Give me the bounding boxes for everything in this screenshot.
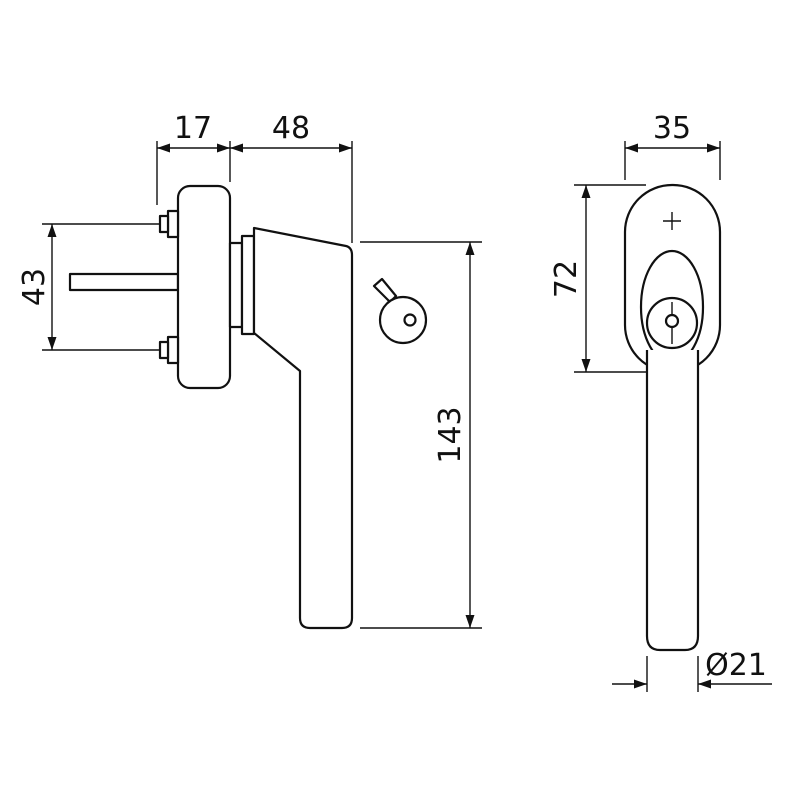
rose-plate-side [176, 184, 232, 390]
dimension-neck-projection: 48 [230, 111, 353, 243]
lever-shape [252, 226, 354, 630]
neck-collar-outer [240, 234, 256, 336]
key-bow [378, 295, 428, 345]
front-view [623, 183, 722, 652]
bottom-screw-head [158, 340, 170, 360]
top-screw [158, 209, 180, 239]
keyhole-hole [664, 313, 680, 329]
dim-label-neck-projection: 48 [272, 111, 310, 146]
side-view [68, 184, 428, 630]
dim-label-rose-thickness: 17 [174, 111, 212, 146]
dimension-lever-length: 143 [360, 241, 482, 629]
dim-label-rose-width: 35 [653, 111, 691, 146]
dim-label-lever-length: 143 [433, 406, 468, 463]
bottom-screw [158, 335, 180, 365]
dimension-grip-diameter: Ø21 [612, 648, 772, 692]
lock-cylinder [645, 296, 699, 350]
dim-label-grip-diameter: Ø21 [705, 648, 767, 683]
bottom-screw-flange [166, 335, 180, 365]
spindle-shape [68, 272, 180, 292]
dimension-screw-spacing: 43 [17, 223, 160, 351]
plus-mark [663, 212, 681, 230]
dimension-rose-length: 72 [549, 184, 646, 373]
neck-collar-inner [228, 241, 244, 329]
dim-label-screw-spacing: 43 [17, 268, 52, 306]
key-icon [372, 277, 428, 345]
top-screw-head [158, 214, 170, 234]
dim-label-rose-length: 72 [549, 260, 584, 298]
grip-front-shape [645, 350, 700, 652]
dimension-rose-width: 35 [624, 111, 721, 180]
dimension-rose-thickness: 17 [156, 111, 231, 205]
key-bow-hole [403, 313, 417, 327]
top-screw-flange [166, 209, 180, 239]
